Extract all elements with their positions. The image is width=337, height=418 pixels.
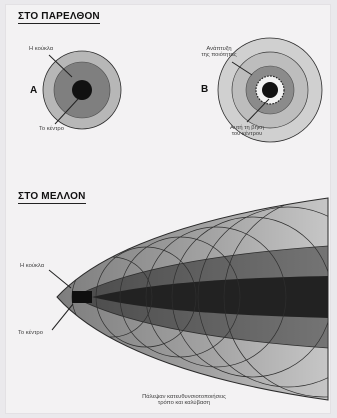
label-center-b: Αυτή τη βήκη του κέντρου xyxy=(217,125,277,137)
diagram-letter-b: B xyxy=(201,84,208,95)
label-center-a: Το κέντρο xyxy=(39,126,64,132)
label-core-b: Ανάπτυξη της ποιότητας xyxy=(188,46,250,58)
core-a xyxy=(72,80,92,100)
label-future-center: Το κέντρο xyxy=(18,330,43,336)
future-caption-line2: τρόπο και καλύβαση xyxy=(113,400,255,406)
label-core-a: Η κούκλα xyxy=(29,46,53,52)
leader-future-core xyxy=(49,270,71,288)
future-caption: Πάλεψαν κατευθυνσιοτοποιήσεις τρόπο και … xyxy=(113,394,255,406)
label-future-core: Η κούκλα xyxy=(20,263,44,269)
future-diagram xyxy=(49,197,337,400)
future-core-block xyxy=(72,291,92,303)
diagram-letter-a: A xyxy=(30,85,37,96)
label-center-b-line2: του κέντρου xyxy=(217,131,277,137)
past-diagram-a xyxy=(43,51,121,129)
core-b xyxy=(262,82,278,98)
leader-future-center xyxy=(52,304,73,330)
label-core-b-line2: της ποιότητας xyxy=(188,52,250,58)
